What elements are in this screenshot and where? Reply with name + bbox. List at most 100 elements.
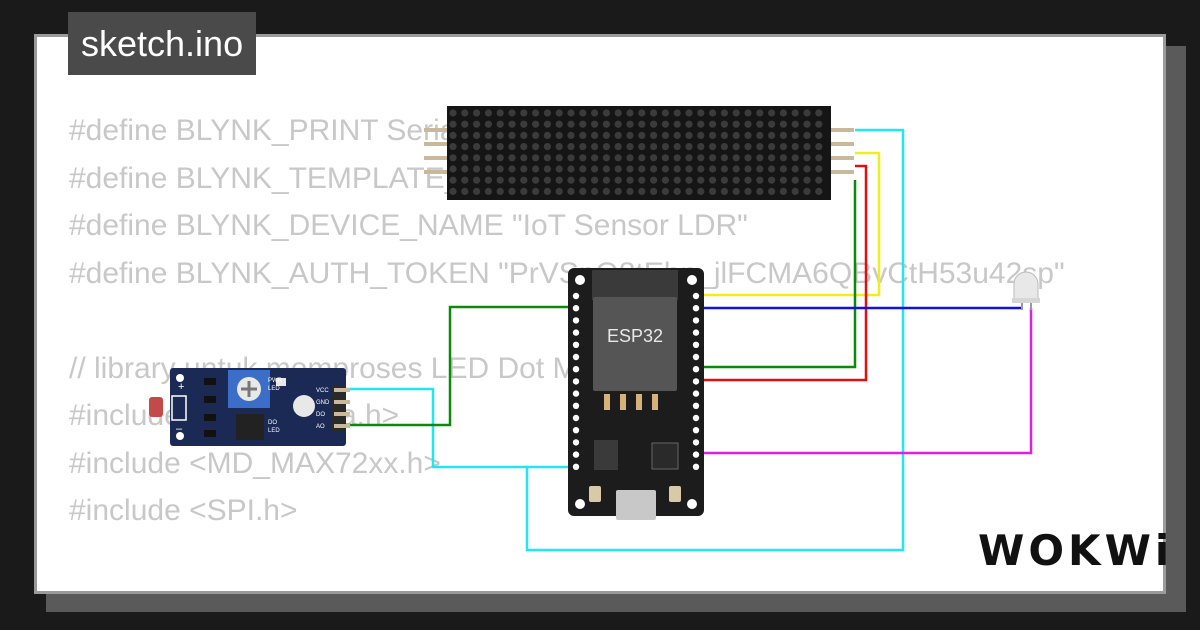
esp32-pin xyxy=(692,463,700,470)
matrix-dot xyxy=(756,131,764,139)
matrix-dot xyxy=(449,187,457,195)
matrix-dot xyxy=(768,143,776,151)
matrix-dot xyxy=(508,120,516,128)
matrix-dot xyxy=(720,143,729,151)
header-pin-do xyxy=(334,412,350,416)
matrix-dot xyxy=(720,109,729,117)
mount-hole xyxy=(687,275,697,285)
pin-label-do: DO xyxy=(316,412,325,418)
matrix-dot xyxy=(579,187,587,195)
esp32-pin-headers xyxy=(572,292,700,470)
matrix-dot xyxy=(650,165,658,173)
matrix-dot xyxy=(803,176,811,184)
mount-hole xyxy=(176,374,184,382)
micro-usb-port[interactable] xyxy=(616,490,656,520)
matrix-dot xyxy=(709,154,717,162)
reset-button[interactable] xyxy=(669,486,681,502)
matrix-dot xyxy=(744,165,752,173)
esp32-pin xyxy=(572,414,580,422)
matrix-dot xyxy=(638,120,646,128)
matrix-dot xyxy=(803,109,811,117)
matrix-left-pin xyxy=(424,142,450,146)
wire-red xyxy=(697,164,868,382)
matrix-dot xyxy=(567,120,575,128)
matrix-dot xyxy=(626,143,634,151)
do-led xyxy=(293,395,315,417)
boot-button[interactable] xyxy=(589,486,601,502)
matrix-dot xyxy=(791,131,799,139)
matrix-dot xyxy=(744,143,752,151)
matrix-dot xyxy=(638,143,646,151)
minus-sign: – xyxy=(176,423,183,435)
matrix-dot xyxy=(567,131,575,139)
matrix-dot xyxy=(591,131,599,139)
header-pin-ao xyxy=(334,424,350,428)
code-line: #define BLYNK_DEVICE_NAME "IoT Sensor LD… xyxy=(69,209,748,242)
matrix-dot xyxy=(614,120,622,128)
matrix-dot xyxy=(661,143,670,151)
matrix-dot xyxy=(732,154,740,162)
matrix-dot xyxy=(815,109,823,117)
matrix-dot xyxy=(602,165,611,173)
matrix-dot xyxy=(803,143,811,151)
matrix-dot xyxy=(779,176,788,184)
matrix-dot xyxy=(709,165,717,173)
matrix-dot xyxy=(473,154,481,162)
matrix-dot xyxy=(543,143,552,151)
wokwi-logo: WOKWi xyxy=(978,526,1174,575)
matrix-dot xyxy=(520,120,528,128)
esp32-board[interactable]: ESP32 xyxy=(568,268,704,520)
matrix-dot xyxy=(650,154,658,162)
matrix-dot xyxy=(579,109,587,117)
matrix-dot xyxy=(520,154,528,162)
wire-yellow xyxy=(697,151,881,297)
matrix-dot xyxy=(673,131,681,139)
matrix-dot xyxy=(579,165,587,173)
matrix-dot xyxy=(496,154,504,162)
matrix-dot xyxy=(602,131,611,139)
led-dot-matrix[interactable] xyxy=(424,106,854,200)
matrix-dot xyxy=(532,176,540,184)
esp32-pin xyxy=(572,329,580,336)
matrix-dot xyxy=(555,131,563,139)
led-component[interactable] xyxy=(1012,271,1040,310)
smd-resistor xyxy=(204,396,216,403)
matrix-dot xyxy=(461,120,469,128)
matrix-dot xyxy=(461,187,469,195)
matrix-dot xyxy=(756,143,764,151)
matrix-dot xyxy=(661,187,670,195)
matrix-dot xyxy=(591,143,599,151)
mount-hole xyxy=(575,275,585,285)
matrix-left-pin xyxy=(424,128,450,132)
matrix-dot xyxy=(638,131,646,139)
matrix-dot xyxy=(697,165,705,173)
matrix-dot xyxy=(709,131,717,139)
esp32-module-pad xyxy=(652,394,658,410)
matrix-dot xyxy=(579,120,587,128)
matrix-dot xyxy=(791,165,799,173)
matrix-dot xyxy=(744,187,752,195)
matrix-dot xyxy=(673,154,681,162)
matrix-dot xyxy=(650,131,658,139)
comparator-chip xyxy=(236,414,264,440)
matrix-dot xyxy=(815,187,823,195)
matrix-dot xyxy=(626,154,634,162)
esp32-pin xyxy=(572,402,580,409)
matrix-dot xyxy=(543,187,552,195)
matrix-dot xyxy=(532,131,540,139)
matrix-left-pin xyxy=(424,170,450,174)
matrix-dot xyxy=(461,176,469,184)
matrix-dot xyxy=(567,165,575,173)
matrix-dot xyxy=(756,176,764,184)
usb-chip xyxy=(651,442,679,470)
matrix-dot xyxy=(626,165,634,173)
code-line: #define BLYNK_PRINT Serial xyxy=(69,114,464,147)
esp32-pin xyxy=(572,390,580,397)
matrix-dot xyxy=(685,143,693,151)
matrix-dot xyxy=(697,109,705,117)
matrix-dot xyxy=(685,165,693,173)
matrix-dot xyxy=(484,109,492,117)
ldr-module[interactable]: + – PWR LED DO LED VCC GND DO AO xyxy=(149,368,350,446)
matrix-dot xyxy=(473,120,481,128)
